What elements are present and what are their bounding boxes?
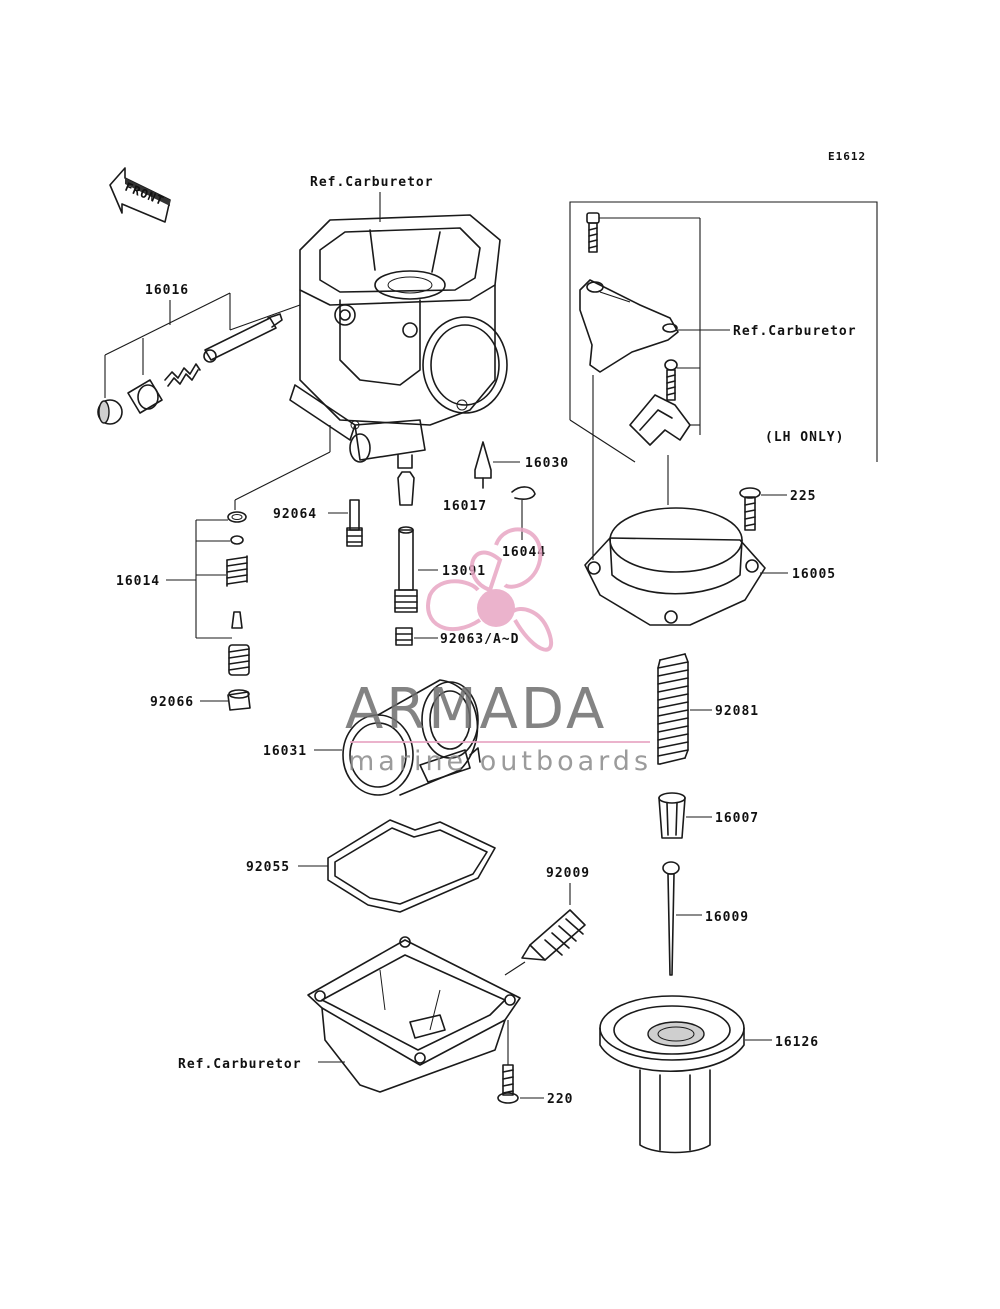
lh-only-label: (LH ONLY) [765, 430, 844, 445]
part-16044-clip: 16044 [502, 486, 546, 560]
part-label-92066: 92066 [150, 695, 194, 710]
part-label-220: 220 [547, 1092, 573, 1107]
part-220-screw: 220 [497, 1020, 573, 1107]
part-225-screw: 225 [739, 487, 816, 531]
ref-carburetor-bracket-label: Ref.Carburetor [733, 324, 857, 339]
part-label-16009: 16009 [705, 910, 749, 925]
part-label-92064: 92064 [273, 507, 317, 522]
part-label-16031: 16031 [263, 744, 307, 759]
part-16017-valve-seat: 16017 [397, 471, 487, 514]
part-label-16007: 16007 [715, 811, 759, 826]
watermark-tagline: marine outboards [348, 746, 652, 777]
part-label-16014: 16014 [116, 574, 160, 589]
part-label-92009: 92009 [546, 866, 590, 881]
part-92063-main-jet: 92063/A~D [395, 627, 519, 647]
ref-carburetor-top-label: Ref.Carburetor [310, 175, 434, 190]
part-92081-spring: 92081 [657, 653, 759, 765]
watermark-brand: ARMADA [345, 677, 607, 742]
part-16005-top-cover: 16005 [584, 455, 836, 626]
propeller-logo-icon [426, 527, 554, 652]
part-label-16005: 16005 [792, 567, 836, 582]
part-label-92081: 92081 [715, 704, 759, 719]
part-92055-gasket: 92055 [246, 819, 496, 913]
part-label-225: 225 [790, 489, 816, 504]
front-arrow-icon: FRONT [109, 167, 171, 223]
part-label-16126: 16126 [775, 1035, 819, 1050]
part-16009-jet-needle: 16009 [662, 861, 749, 976]
part-16031-valve-assembly: 16031 [263, 679, 481, 796]
part-16014-group: 16014 92066 [116, 425, 331, 711]
armada-watermark: ARMADA marine outboards [345, 527, 652, 777]
part-16007-holder: 16007 [658, 792, 759, 839]
float-bowl: Ref.Carburetor [178, 936, 521, 1093]
part-16030-float-valve: 16030 [474, 441, 569, 489]
part-16016-pilot-screw: 16016 [97, 283, 301, 425]
part-label-16016: 16016 [145, 283, 189, 298]
carburetor-body: Ref.Carburetor [289, 175, 508, 469]
ref-carburetor-bowl-label: Ref.Carburetor [178, 1057, 302, 1072]
part-label-16044: 16044 [502, 545, 546, 560]
part-16126-diaphragm: 16126 [599, 995, 819, 1154]
part-label-16017: 16017 [443, 499, 487, 514]
lh-only-bracket-group: (LH ONLY) Ref.Carburetor [569, 201, 878, 560]
part-label-13091: 13091 [442, 564, 486, 579]
part-label-92063: 92063/A~D [440, 632, 519, 647]
part-92064-jet: 92064 [273, 499, 363, 547]
diagram-code: E1612 [828, 150, 866, 163]
part-label-16030: 16030 [525, 456, 569, 471]
part-92009-screw: 92009 [504, 866, 590, 976]
part-label-92055: 92055 [246, 860, 290, 875]
